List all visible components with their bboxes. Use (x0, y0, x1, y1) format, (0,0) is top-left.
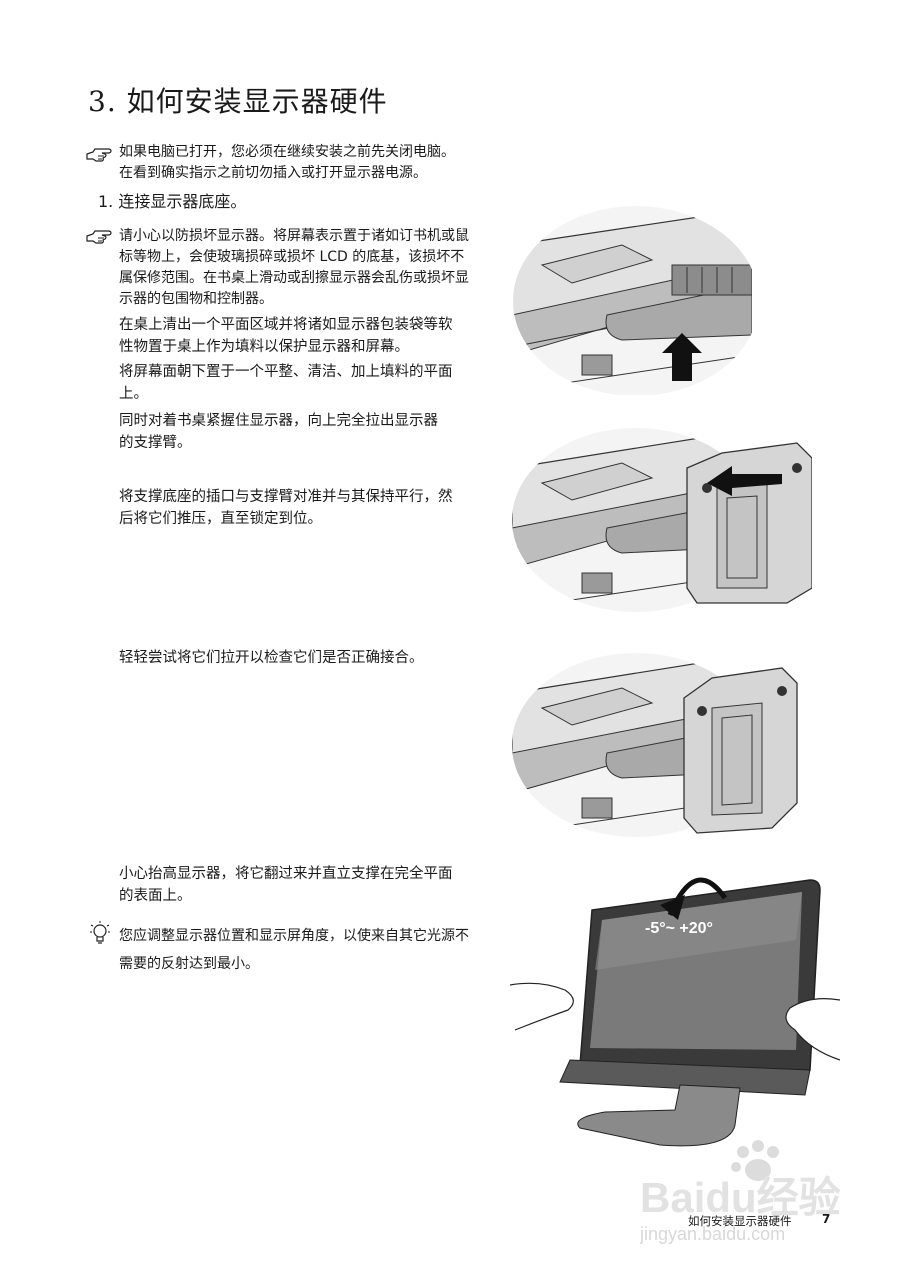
paragraph-line: 在桌上清出一个平面区域并将诸如显示器包装袋等软 (119, 317, 453, 333)
note-2-line: 标等物上，会使玻璃损碎或损坏 LCD 的底基，该损坏不 (119, 249, 465, 265)
footer-title: 如何安装显示器硬件 (688, 1214, 792, 1228)
illustration-upright-monitor: -5°~ +20° (510, 877, 840, 1147)
note-2-line: 示器的包围物和控制器。 (119, 291, 273, 307)
tip-line: 您应调整显示器位置和显示屏角度，以使来自其它光源不 (119, 928, 469, 944)
instruction-paragraph-1: 在桌上清出一个平面区域并将诸如显示器包装袋等软 性物置于桌上作为填料以保护显示器… (119, 314, 453, 358)
illustration-pull-arm (512, 205, 752, 395)
paragraph-line: 将支撑底座的插口与支撑臂对准并与其保持平行，然 (119, 489, 453, 505)
step-1-label: 1. 连接显示器底座。 (98, 192, 247, 211)
tip-line: 需要的反射达到最小。 (119, 956, 259, 972)
page-number: 7 (822, 1212, 831, 1226)
note-1-line: 如果电脑已打开，您必须在继续安装之前先关闭电脑。 (119, 144, 455, 160)
instruction-paragraph-4: 将支撑底座的插口与支撑臂对准并与其保持平行，然 后将它们推压，直至锁定到位。 (119, 486, 453, 530)
paragraph-line: 同时对着书桌紧握住显示器，向上完全拉出显示器 (119, 413, 438, 429)
note-2-text: 请小心以防损坏显示器。将屏幕表示置于诸如订书机或鼠 标等物上，会使玻璃损碎或损坏… (119, 226, 469, 310)
paragraph-line: 的表面上。 (119, 888, 192, 904)
watermark-url: jingyan.baidu.com (640, 1224, 785, 1244)
watermark-text: Baidu经验 (640, 1174, 841, 1221)
paragraph-line: 小心抬高显示器，将它翻过来并直立支撑在完全平面 (119, 866, 453, 882)
note-1-text: 如果电脑已打开，您必须在继续安装之前先关闭电脑。 在看到确实指示之前切勿插入或打… (119, 142, 455, 184)
pointing-hand-icon (86, 148, 112, 162)
paragraph-line: 将屏幕面朝下置于一个平整、清洁、加上填料的平面 (119, 364, 453, 380)
instruction-paragraph-5: 轻轻尝试将它们拉开以检查它们是否正确接合。 (119, 647, 424, 669)
instruction-paragraph-2: 将屏幕面朝下置于一个平整、清洁、加上填料的平面 上。 (119, 361, 453, 405)
lightbulb-icon (90, 921, 110, 944)
section-title: 3. 如何安装显示器硬件 (88, 85, 388, 118)
note-1-line: 在看到确实指示之前切勿插入或打开显示器电源。 (119, 165, 427, 181)
note-2-line: 属保修范围。在书桌上滑动或刮擦显示器会乱伤或损坏显 (119, 270, 469, 286)
baidu-watermark: Baidu经验 jingyan.baidu.com (640, 1140, 841, 1244)
paragraph-line: 性物置于桌上作为填料以保护显示器和屏幕。 (119, 339, 409, 355)
paragraph-line: 上。 (119, 386, 148, 402)
illustration-attach-base (512, 428, 812, 612)
paragraph-line: 后将它们推压，直至锁定到位。 (119, 511, 322, 527)
note-2-line: 请小心以防损坏显示器。将屏幕表示置于诸如订书机或鼠 (119, 228, 469, 244)
paragraph-line: 的支撑臂。 (119, 435, 192, 451)
instruction-paragraph-6: 小心抬高显示器，将它翻过来并直立支撑在完全平面 的表面上。 (119, 863, 453, 907)
paragraph-line: 轻轻尝试将它们拉开以检查它们是否正确接合。 (119, 650, 424, 666)
pointing-hand-icon (86, 230, 112, 244)
instruction-paragraph-3: 同时对着书桌紧握住显示器，向上完全拉出显示器 的支撑臂。 (119, 410, 438, 454)
tip-text: 您应调整显示器位置和显示屏角度，以使来自其它光源不 需要的反射达到最小。 (119, 922, 469, 978)
tilt-angle-label: -5°~ +20° (645, 920, 713, 937)
illustration-check-connection (512, 653, 798, 837)
